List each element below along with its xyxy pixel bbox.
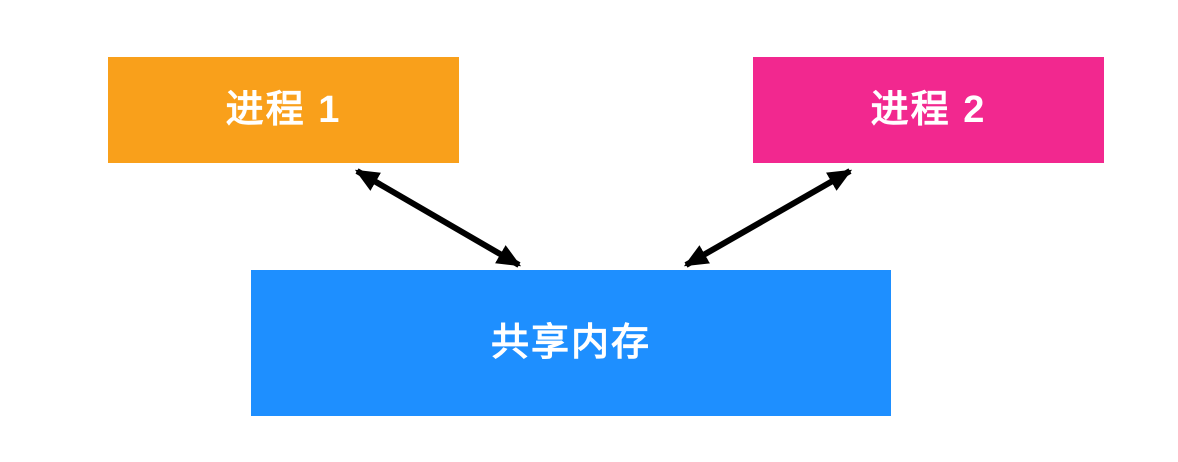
edge-sharedmemory-process2 [683, 168, 853, 268]
diagram-edges [354, 168, 853, 268]
node-process-2: 进程 2 [753, 57, 1104, 163]
node-shared-memory-label: 共享内存 [490, 322, 651, 364]
node-shared-memory: 共享内存 [251, 270, 891, 416]
node-process-1: 进程 1 [108, 57, 459, 163]
edge-process1-sharedmemory [354, 168, 522, 268]
node-process-2-label: 进程 2 [870, 89, 987, 131]
node-process-1-label: 进程 1 [225, 89, 342, 131]
